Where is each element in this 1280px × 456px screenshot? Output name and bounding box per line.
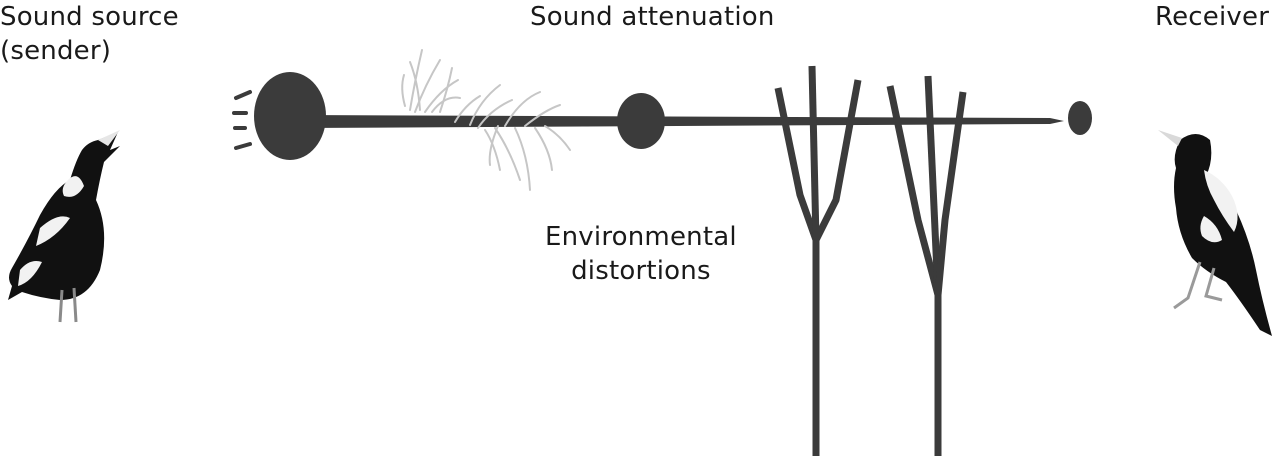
- sound-propagation-line: [300, 115, 1064, 128]
- env-label-line1: Environmental: [545, 222, 737, 252]
- sound-intensity-small-circle: [1068, 101, 1092, 135]
- magpie-singing-icon: [8, 130, 120, 323]
- sender-label-line2: (sender): [0, 36, 112, 66]
- receiver-label: Receiver: [1155, 2, 1270, 32]
- sender-label: Sound source (sender): [0, 0, 179, 68]
- emission-tick: [234, 142, 252, 150]
- sender-label-line1: Sound source: [0, 2, 179, 32]
- environmental-distortions-label: Environmental distortions: [545, 220, 737, 288]
- sound-intensity-medium-circle: [617, 93, 665, 149]
- emission-tick: [234, 90, 252, 100]
- env-label-line2: distortions: [571, 256, 711, 286]
- magpie-listening-icon: [1158, 130, 1272, 336]
- attenuation-label: Sound attenuation: [530, 2, 775, 32]
- tree-obstacle-icon: [886, 75, 967, 456]
- sound-emission-ticks: [232, 90, 252, 150]
- grass-obstacle-icon: [401, 49, 571, 191]
- tree-obstacle-icon: [774, 65, 862, 456]
- sound-intensity-large-circle: [254, 72, 326, 160]
